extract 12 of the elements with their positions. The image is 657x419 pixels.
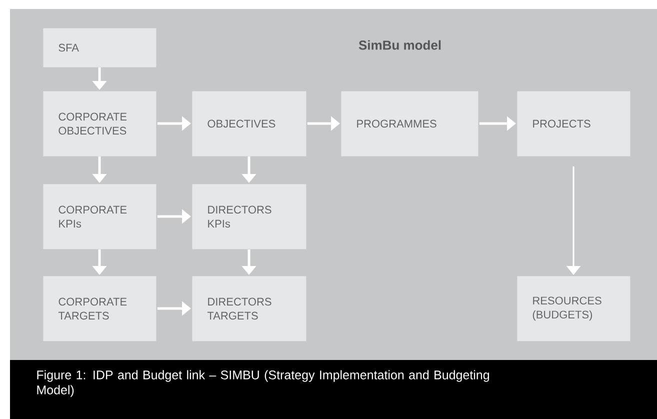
- process-box: PROGRAMMES: [341, 91, 478, 156]
- process-box: DIRECTORS KPIs: [192, 184, 306, 250]
- process-box: RESOURCES (BUDGETS): [517, 276, 630, 342]
- title: SimBu model: [358, 40, 441, 50]
- process-box: DIRECTORS TARGETS: [192, 276, 306, 342]
- process-box: OBJECTIVES: [192, 91, 306, 156]
- process-box: CORPORATE OBJECTIVES: [43, 91, 156, 156]
- process-box: CORPORATE TARGETS: [43, 276, 156, 342]
- process-box: SFA: [43, 28, 156, 68]
- process-box: CORPORATE KPIs: [43, 184, 156, 250]
- process-box: PROJECTS: [517, 91, 630, 156]
- caption: Figure 1: IDP and Budget link – SIMBU (Strategy Implementation and Budgeting Model): [37, 370, 490, 397]
